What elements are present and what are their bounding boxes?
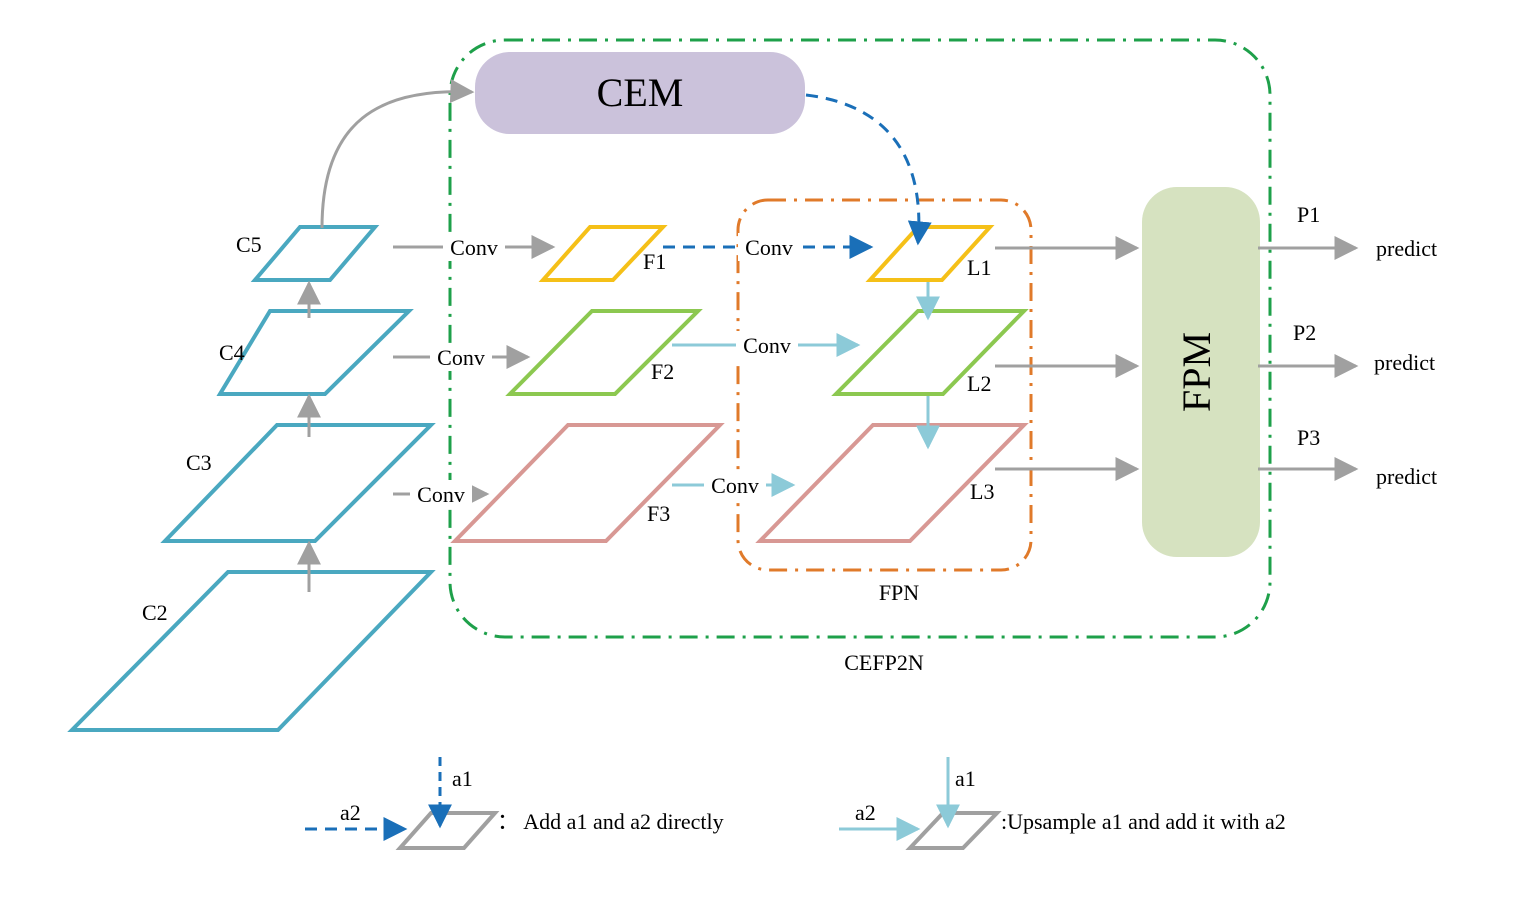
legend-a2-label-1: a2: [340, 800, 361, 825]
f1-feature-map: [538, 225, 668, 282]
l3-label: L3: [970, 479, 994, 504]
f3-label: F3: [647, 501, 670, 526]
f3-feature-map: [450, 423, 725, 543]
conv-label-f1: Conv: [745, 235, 793, 260]
l3-feature-map: [755, 423, 1029, 543]
f2-feature-map: [505, 309, 703, 396]
cem-to-l1-arrow: [805, 93, 932, 246]
c5-label: C5: [236, 232, 262, 257]
legend-a2-label-2: a2: [855, 800, 876, 825]
predict-label-1: predict: [1376, 236, 1437, 261]
c4-feature-map: [216, 309, 414, 396]
legend-upsample-add: a1 a2 :Upsample a1 and add it with a2: [839, 757, 1286, 850]
conv-label-f3: Conv: [711, 473, 759, 498]
legend-a1-label-2: a1: [955, 766, 976, 791]
p1-label: P1: [1297, 202, 1320, 227]
f1-label: F1: [643, 249, 666, 274]
p3-label: P3: [1297, 425, 1320, 450]
predict-label-3: predict: [1376, 464, 1437, 489]
conv-label-c5: Conv: [450, 235, 498, 260]
l1-label: L1: [967, 255, 991, 280]
legend-direct-add-icon: [395, 811, 500, 850]
c3-feature-map: [160, 423, 436, 543]
conv-label-c3: Conv: [417, 482, 465, 507]
cefp2n-group-border: [448, 38, 1272, 639]
l2-label: L2: [967, 371, 991, 396]
legend-direct-add-text: ： Add a1 and a2 directly: [497, 809, 724, 834]
cem-label: CEM: [597, 70, 684, 115]
p2-label: P2: [1293, 320, 1316, 345]
fpm-module: [1142, 187, 1260, 557]
conv-label-f2: Conv: [743, 333, 791, 358]
fpn-group-label: FPN: [879, 580, 919, 605]
cem-module: [475, 52, 805, 134]
l2-feature-map: [831, 309, 1029, 396]
cefp2n-group-label: CEFP2N: [844, 650, 924, 675]
predict-label-2: predict: [1374, 350, 1435, 375]
fpm-label: FPM: [1174, 332, 1219, 412]
c2-feature-map: [67, 570, 436, 732]
legend-upsample-add-text: :Upsample a1 and add it with a2: [1001, 809, 1286, 834]
legend-upsample-add-icon: [905, 811, 1002, 850]
c3-label: C3: [186, 450, 212, 475]
conv-label-c4: Conv: [437, 345, 485, 370]
c4-label: C4: [219, 340, 245, 365]
c5-to-cem-arrow: [320, 79, 475, 229]
f2-label: F2: [651, 359, 674, 384]
fpn-group-border: [736, 198, 1033, 572]
c5-feature-map: [250, 225, 380, 282]
legend-direct-add: a1 a2 ： Add a1 and a2 directly: [305, 757, 724, 850]
l1-feature-map: [865, 225, 995, 282]
legend-a1-label-1: a1: [452, 766, 473, 791]
c2-label: C2: [142, 600, 168, 625]
